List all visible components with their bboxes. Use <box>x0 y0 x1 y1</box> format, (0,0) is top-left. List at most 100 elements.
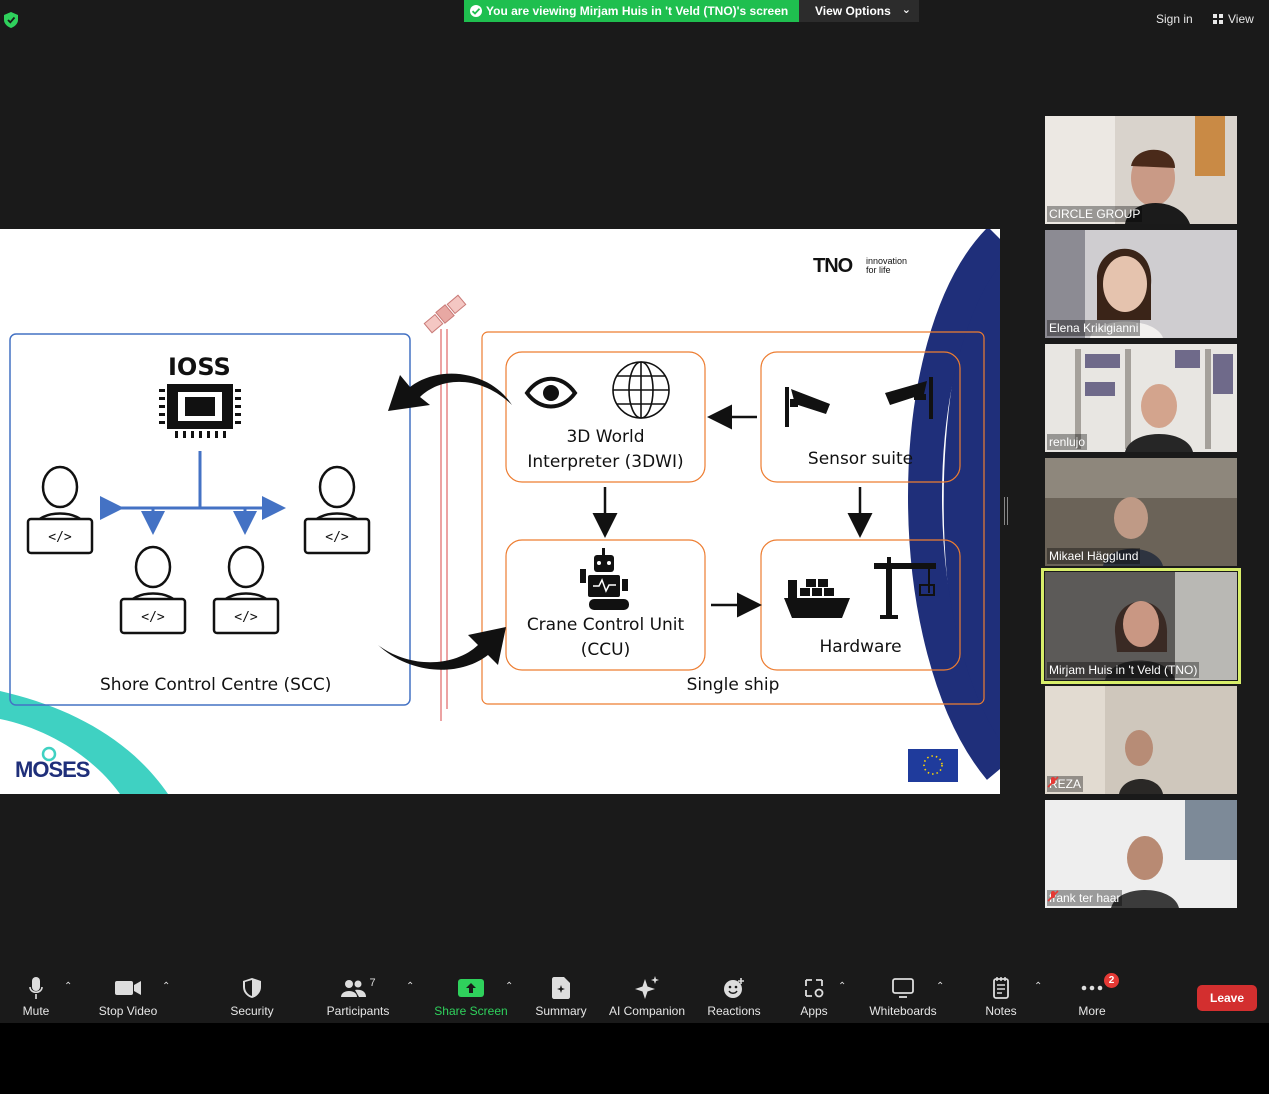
whiteboards-button[interactable]: Whiteboards <box>866 963 940 1023</box>
apps-label: Apps <box>800 1004 828 1018</box>
navy-arc-decoration <box>943 229 1000 794</box>
svg-text:</>: </> <box>141 610 165 625</box>
participant-name: renlujo <box>1047 434 1088 450</box>
participant-tile[interactable]: Mikael Hägglund <box>1045 458 1237 566</box>
video-feed <box>1045 458 1237 566</box>
notes-options-caret[interactable]: ⌃ <box>1034 981 1043 992</box>
participants-icon <box>341 980 367 997</box>
tno-tagline: innovation for life <box>866 257 907 275</box>
video-feed <box>1045 686 1237 794</box>
participant-name: CIRCLE GROUP <box>1047 206 1143 222</box>
leave-button[interactable]: Leave <box>1197 985 1257 1011</box>
crane-icon <box>874 557 936 619</box>
hardware-label: Hardware <box>819 637 902 657</box>
share-screen-options-caret[interactable]: ⌃ <box>505 981 514 992</box>
ai-companion-button[interactable]: AI Companion <box>606 963 688 1023</box>
robot-icon <box>580 548 629 610</box>
security-shield-icon[interactable] <box>4 12 18 28</box>
flow-arrows <box>592 404 873 618</box>
participants-options-caret[interactable]: ⌃ <box>406 981 415 992</box>
moses-logo-ring <box>41 746 57 762</box>
developer-icons: </> </> </> </> <box>26 465 371 635</box>
participant-name: Mikael Hägglund <box>1047 548 1141 564</box>
notes-label: Notes <box>985 1004 1017 1018</box>
moses-logo: MOSES <box>15 757 90 782</box>
video-feed <box>1045 230 1237 338</box>
more-label: More <box>1078 1004 1106 1018</box>
summary-label: Summary <box>535 1004 587 1018</box>
more-dots-icon <box>1081 985 1103 991</box>
participants-button[interactable]: 7 Participants <box>324 963 392 1023</box>
reactions-button[interactable]: Reactions <box>704 963 764 1023</box>
view-button[interactable]: View <box>1213 12 1254 26</box>
whiteboards-options-caret[interactable]: ⌃ <box>936 981 945 992</box>
apps-icon <box>805 979 824 998</box>
view-options-button[interactable]: View Options ⌄ <box>799 0 919 22</box>
participants-label: Participants <box>326 1004 390 1018</box>
whiteboard-icon <box>892 978 914 998</box>
scc-connectors <box>100 451 286 535</box>
participant-tile[interactable]: renlujo <box>1045 344 1237 452</box>
summary-document-icon <box>552 977 570 999</box>
video-feed <box>1045 800 1237 908</box>
mute-button[interactable]: Mute <box>14 963 58 1023</box>
scc-label: Shore Control Centre (SCC) <box>100 675 332 695</box>
split-view-handle[interactable] <box>1004 497 1008 525</box>
participant-tile[interactable]: REZA <box>1045 686 1237 794</box>
grid-view-icon <box>1213 14 1223 24</box>
dwi-label-line1: 3D World <box>566 427 645 447</box>
apps-button[interactable]: Apps <box>796 963 832 1023</box>
notes-icon <box>993 977 1009 999</box>
globe-icon <box>612 361 670 419</box>
summary-button[interactable]: Summary <box>532 963 590 1023</box>
share-screen-button[interactable]: Share Screen <box>434 963 508 1023</box>
participant-tile[interactable]: Elena Krikigianni <box>1045 230 1237 338</box>
ccu-label-line2: (CCU) <box>580 640 631 660</box>
chip-icon <box>159 384 241 438</box>
screen-share-banner: You are viewing Mirjam Huis in 't Veld (… <box>464 0 799 22</box>
satellite-icon <box>423 294 467 334</box>
scc-box <box>9 333 411 706</box>
security-camera-icon <box>785 387 830 427</box>
muted-microphone-icon <box>1047 776 1059 788</box>
mute-options-caret[interactable]: ⌃ <box>64 981 73 992</box>
shared-slide: </> </> </> </> <box>0 229 1000 794</box>
screen-share-status-icon <box>470 5 482 17</box>
ccu-box <box>505 539 706 671</box>
notes-button[interactable]: Notes <box>982 963 1020 1023</box>
sparkle-icon <box>635 976 659 999</box>
video-feed <box>1045 116 1237 224</box>
apps-options-caret[interactable]: ⌃ <box>838 981 847 992</box>
participant-tile[interactable]: frank ter haar <box>1045 800 1237 908</box>
ioss-label: IOSS <box>168 353 231 381</box>
banner-text: You are viewing Mirjam Huis in 't Veld (… <box>486 4 789 18</box>
curved-arrow-to-ccu <box>378 627 506 670</box>
participant-name-text: frank ter haar <box>1049 891 1121 905</box>
muted-microphone-icon <box>1047 890 1059 902</box>
sign-in-link[interactable]: Sign in <box>1156 12 1193 26</box>
sensor-suite-label: Sensor suite <box>807 449 914 469</box>
participant-name: REZA <box>1047 776 1084 792</box>
stop-video-button[interactable]: Stop Video <box>96 963 160 1023</box>
more-button[interactable]: More <box>1074 963 1110 1023</box>
teal-arc-decoration <box>0 691 168 794</box>
video-camera-icon <box>115 981 141 995</box>
single-ship-label: Single ship <box>686 675 780 695</box>
reactions-label: Reactions <box>707 1004 761 1018</box>
participant-tile[interactable]: CIRCLE GROUP <box>1045 116 1237 224</box>
video-options-caret[interactable]: ⌃ <box>162 981 171 992</box>
eu-flag <box>908 749 958 782</box>
ship-icon <box>784 579 850 618</box>
dwi-label: 3D World Interpreter (3DWI) <box>506 425 705 475</box>
security-camera-icon-2 <box>885 377 933 419</box>
participant-tile-active-speaker[interactable]: Mirjam Huis in 't Veld (TNO) <box>1041 568 1241 684</box>
share-screen-label: Share Screen <box>434 1004 508 1018</box>
view-label: View <box>1228 12 1254 26</box>
slide-diagram: </> </> </> </> <box>0 229 1000 794</box>
stop-video-label: Stop Video <box>98 1004 158 1018</box>
share-screen-icon <box>458 979 484 997</box>
tno-logo: TNO <box>813 255 853 277</box>
single-ship-box <box>481 331 985 705</box>
security-button[interactable]: Security <box>228 963 276 1023</box>
video-feed <box>1045 572 1237 680</box>
